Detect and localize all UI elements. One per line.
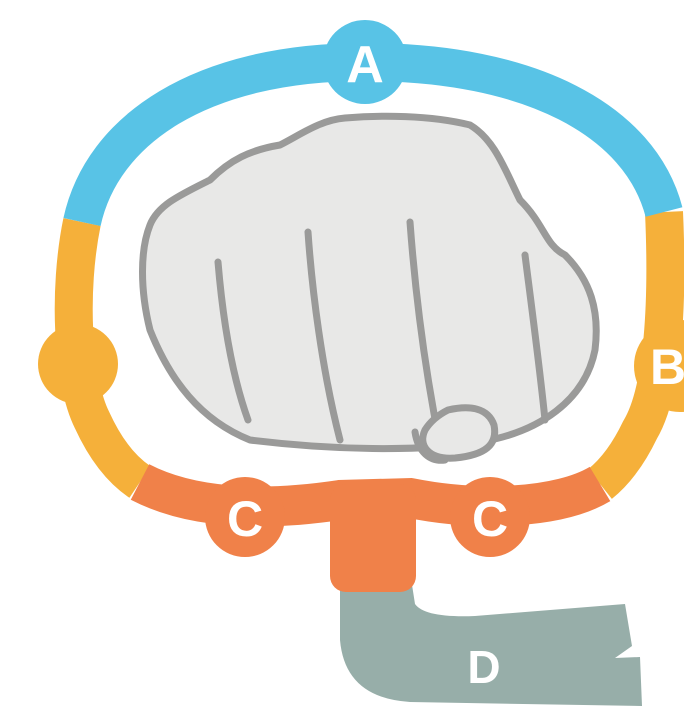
- label-a: A: [346, 36, 384, 94]
- label-b: B: [650, 339, 684, 395]
- segment-d: D: [340, 572, 642, 706]
- label-c-left: C: [227, 491, 263, 547]
- fist-icon: [143, 116, 597, 460]
- segment-c-connector: [330, 484, 416, 592]
- segment-c: [140, 477, 600, 592]
- segment-b-left-knob: [38, 324, 118, 404]
- label-c-right: C: [472, 491, 508, 547]
- fist-thumb: [423, 408, 495, 458]
- label-d: D: [467, 641, 500, 693]
